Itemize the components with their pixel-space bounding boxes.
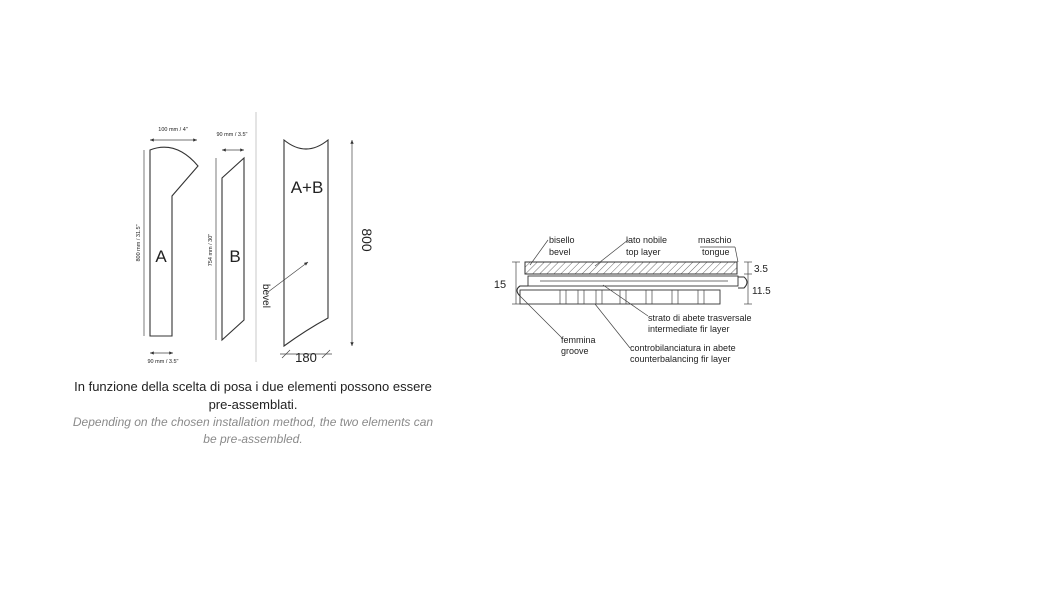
bevel-en-label: bevel [549, 247, 571, 257]
element-b-top-dim: 90 mm / 3.5" [217, 132, 248, 138]
tongue [738, 276, 748, 289]
bevel-it-label: bisello [549, 235, 575, 245]
top-layer [524, 261, 738, 275]
assembled-width-dim: 180 [295, 350, 317, 365]
assembled-label: A+B [291, 178, 324, 197]
fir-blocks [559, 290, 705, 304]
section-drawing: 15 3.5 11.5 bisello bevel lato nobile to… [494, 235, 771, 364]
counter-it-label: controbilanciatura in abete [630, 343, 736, 353]
dim-core: 11.5 [752, 286, 771, 297]
groove-en-label: groove [561, 346, 589, 356]
top-it-label: lato nobile [626, 235, 667, 245]
groove [516, 285, 528, 297]
assembled-shape [283, 138, 329, 348]
caption-italian: In funzione della scelta di posa i due e… [74, 379, 432, 412]
element-b: 90 mm / 3.5" 754 mm / 30" B [208, 132, 248, 342]
element-a-height-dim: 800 mm / 31.5" [136, 224, 142, 261]
dim-total: 15 [494, 279, 506, 291]
element-a-top-dim: 100 mm / 4" [158, 127, 188, 133]
element-a-label: A [155, 247, 167, 266]
caption-english: Depending on the chosen installation met… [72, 415, 434, 446]
intermediate-en-label: intermediate fir layer [648, 324, 730, 334]
element-b-label: B [229, 247, 240, 266]
element-a: 100 mm / 4" 800 mm / 31.5" A 90 mm / 3.5… [136, 127, 199, 365]
intermediate-layer [527, 275, 739, 287]
element-b-shape [221, 156, 245, 342]
element-a-bottom-dim: 90 mm / 3.5" [148, 359, 179, 365]
groove-it-label: femmina [561, 335, 596, 345]
tongue-en-label: tongue [702, 247, 730, 257]
intermediate-it-label: strato di abete trasversale [648, 313, 752, 323]
bevel-label: bevel [260, 284, 271, 308]
tongue-it-label: maschio [698, 235, 732, 245]
element-a-shape [149, 146, 199, 337]
assembled-height-dim: 800 [359, 228, 375, 252]
dim-top-layer: 3.5 [754, 264, 768, 275]
assembled-element: A+B bevel 800 180 [260, 138, 375, 365]
top-en-label: top layer [626, 247, 661, 257]
counter-en-label: counterbalancing fir layer [630, 354, 731, 364]
element-b-height-dim: 754 mm / 30" [208, 234, 214, 267]
